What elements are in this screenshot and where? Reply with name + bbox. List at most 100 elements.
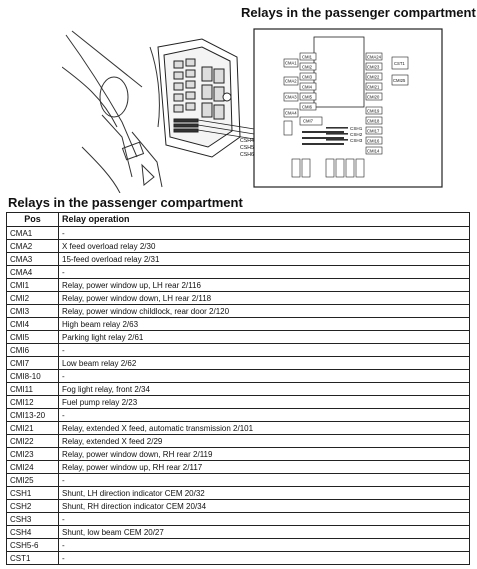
- operation-cell: -: [58, 369, 470, 383]
- table-row: CST1-: [6, 551, 470, 565]
- pos-cell: CMI6: [6, 343, 59, 357]
- pos-cell: CMA2: [6, 239, 59, 253]
- operation-cell: -: [58, 343, 470, 357]
- pos-cell: CMI24: [6, 460, 59, 474]
- operation-cell: X feed overload relay 2/30: [58, 239, 470, 253]
- operation-cell: -: [58, 512, 470, 526]
- column-header-pos: Pos: [6, 212, 59, 227]
- svg-text:CSH4: CSH4: [240, 138, 254, 144]
- operation-cell: Shunt, RH direction indicator CEM 20/34: [58, 499, 470, 513]
- operation-cell: Shunt, low beam CEM 20/27: [58, 525, 470, 539]
- svg-text:CSH5: CSH5: [240, 145, 254, 151]
- table-row: CMI13-20-: [6, 408, 470, 422]
- operation-cell: Relay, power window up, RH rear 2/117: [58, 460, 470, 474]
- svg-text:CSH2: CSH2: [350, 132, 363, 137]
- operation-cell: 15-feed overload relay 2/31: [58, 252, 470, 266]
- operation-cell: Relay, power window down, LH rear 2/118: [58, 291, 470, 305]
- operation-cell: -: [58, 551, 470, 565]
- svg-text:CMI1: CMI1: [302, 55, 313, 60]
- pos-cell: CMI21: [6, 421, 59, 435]
- svg-text:CMA4: CMA4: [285, 111, 297, 116]
- pos-cell: CSH5-6: [6, 538, 59, 552]
- operation-cell: Relay, power window childlock, rear door…: [58, 304, 470, 318]
- operation-cell: -: [58, 408, 470, 422]
- pos-cell: CMI7: [6, 356, 59, 370]
- svg-text:CMI16: CMI16: [367, 139, 380, 144]
- operation-cell: Fuel pump relay 2/23: [58, 395, 470, 409]
- svg-text:CMI3: CMI3: [302, 75, 313, 80]
- operation-cell: Relay, power window down, RH rear 2/119: [58, 447, 470, 461]
- operation-cell: Relay, extended X feed, automatic transm…: [58, 421, 470, 435]
- car-interior-sketch: [62, 30, 163, 193]
- table-row: CMA4-: [6, 265, 470, 279]
- svg-text:CMI22: CMI22: [367, 75, 380, 80]
- operation-cell: -: [58, 265, 470, 279]
- svg-text:CMI18: CMI18: [367, 119, 380, 124]
- svg-text:CSH1: CSH1: [350, 126, 363, 131]
- operation-cell: High beam relay 2/63: [58, 317, 470, 331]
- pos-cell: CMI11: [6, 382, 59, 396]
- svg-text:CMI4: CMI4: [302, 85, 313, 90]
- svg-text:CMI17: CMI17: [367, 129, 380, 134]
- table-row: CMI25-: [6, 473, 470, 487]
- operation-cell: Relay, power window up, LH rear 2/116: [58, 278, 470, 292]
- pos-cell: CMA1: [6, 226, 59, 240]
- page-title: Relays in the passenger compartment: [241, 5, 476, 20]
- svg-text:CMI25: CMI25: [393, 78, 406, 83]
- svg-text:CMI5: CMI5: [302, 95, 313, 100]
- pos-cell: CSH3: [6, 512, 59, 526]
- table-row: CSH5-6-: [6, 538, 470, 552]
- operation-cell: -: [58, 473, 470, 487]
- svg-text:CMA1: CMA1: [285, 61, 297, 66]
- pos-cell: CSH1: [6, 486, 59, 500]
- svg-text:CSH6: CSH6: [240, 152, 254, 158]
- svg-text:CMA3: CMA3: [285, 95, 297, 100]
- pos-cell: CST1: [6, 551, 59, 565]
- pos-cell: CMI4: [6, 317, 59, 331]
- section-title: Relays in the passenger compartment: [8, 195, 243, 210]
- table-row: CMA1-: [6, 226, 470, 240]
- svg-text:CMI6: CMI6: [302, 105, 313, 110]
- pos-cell: CSH2: [6, 499, 59, 513]
- svg-text:CMI2: CMI2: [302, 65, 313, 70]
- operation-cell: Shunt, LH direction indicator CEM 20/32: [58, 486, 470, 500]
- pos-cell: CMA3: [6, 252, 59, 266]
- svg-text:CMI19: CMI19: [367, 109, 380, 114]
- operation-cell: -: [58, 538, 470, 552]
- table-row: CMI8-10-: [6, 369, 470, 383]
- table-row: CMI6-: [6, 343, 470, 357]
- pos-cell: CMI8-10: [6, 369, 59, 383]
- pos-cell: CMI23: [6, 447, 59, 461]
- operation-cell: Parking light relay 2/61: [58, 330, 470, 344]
- svg-text:CMI7: CMI7: [303, 119, 314, 124]
- operation-cell: Low beam relay 2/62: [58, 356, 470, 370]
- pos-cell: CMA4: [6, 265, 59, 279]
- pos-cell: CMI12: [6, 395, 59, 409]
- svg-text:CSH3: CSH3: [350, 138, 363, 143]
- pos-cell: CSH4: [6, 525, 59, 539]
- table-row: CSH3-: [6, 512, 470, 526]
- pos-cell: CMI2: [6, 291, 59, 305]
- operation-cell: Relay, extended X feed 2/29: [58, 434, 470, 448]
- pos-cell: CMI3: [6, 304, 59, 318]
- operation-cell: Fog light relay, front 2/34: [58, 382, 470, 396]
- svg-text:CMI21: CMI21: [367, 85, 380, 90]
